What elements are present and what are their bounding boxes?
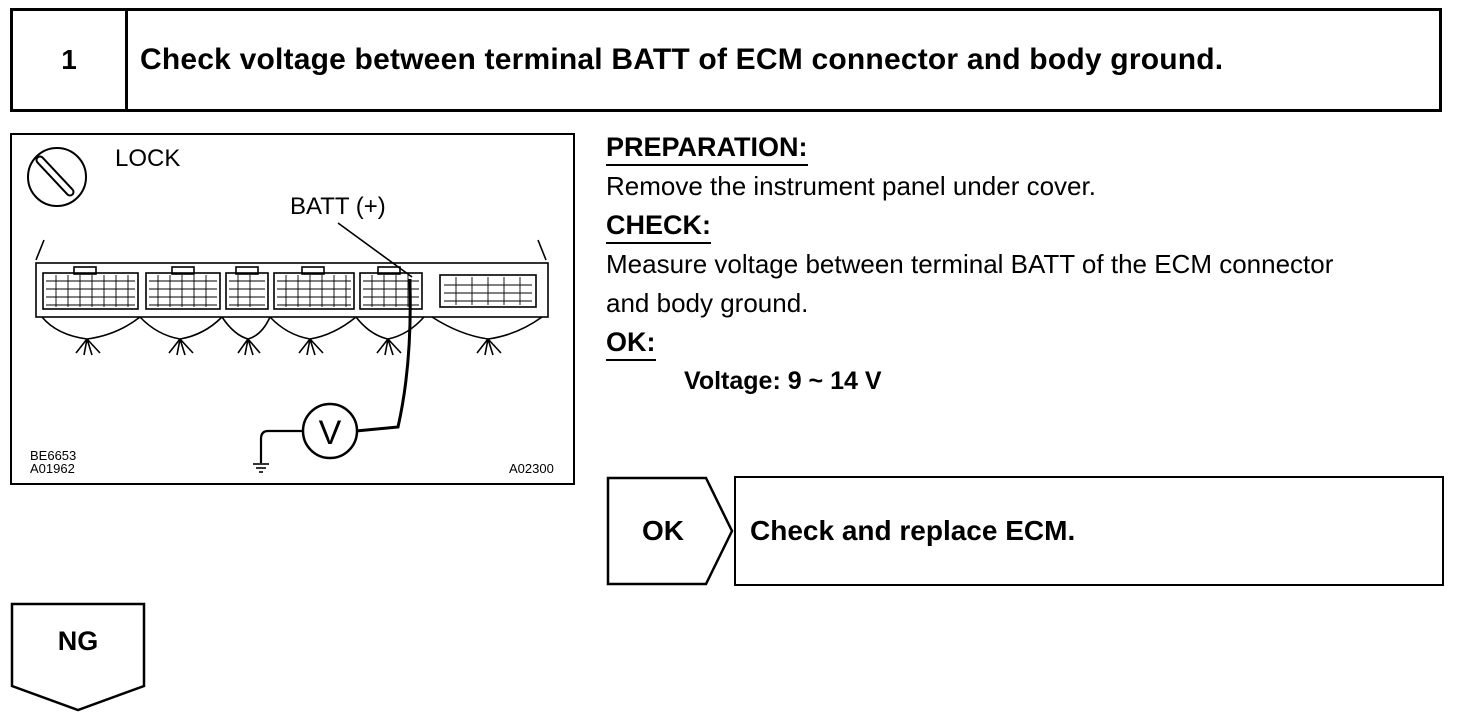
- batt-terminal-label: BATT (+): [290, 193, 386, 220]
- check-text-line1: Measure voltage between terminal BATT of…: [606, 249, 1334, 279]
- preparation-heading: PREPARATION:: [606, 131, 808, 166]
- voltmeter-symbol: V: [319, 414, 342, 452]
- ok-arrow-icon: [606, 476, 734, 586]
- figure-code-2: A01962: [30, 461, 75, 476]
- wiring-diagram: V LOCK BATT (+) BE6653 A01962 A02300: [10, 133, 575, 485]
- batt-leader-line: [337, 222, 413, 278]
- voltmeter-icon: V: [301, 402, 359, 460]
- figure-code-3: A02300: [509, 461, 554, 476]
- ok-action: Check and replace ECM.: [734, 476, 1444, 586]
- check-heading: CHECK:: [606, 209, 711, 244]
- ng-arrow-icon: [10, 602, 146, 712]
- ground-wire: [259, 429, 303, 463]
- ground-icon: [253, 463, 269, 473]
- ng-label: NG: [57, 626, 99, 656]
- ignition-key-icon: [27, 147, 87, 207]
- ok-result-row: OK Check and replace ECM.: [606, 476, 1446, 586]
- step-title: Check voltage between terminal BATT of E…: [140, 43, 1224, 76]
- check-text-line2: and body ground.: [606, 288, 809, 318]
- ecm-connector-icon: [35, 239, 549, 356]
- ok-label: OK: [642, 515, 684, 546]
- step-header: 1 Check voltage between terminal BATT of…: [10, 8, 1442, 112]
- preparation-text: Remove the instrument panel under cover.: [606, 171, 1096, 201]
- ignition-lock-label: LOCK: [115, 145, 181, 172]
- ok-heading: OK:: [606, 326, 656, 361]
- figure-code-1: BE6653: [30, 448, 77, 463]
- step-number: 1: [13, 11, 128, 109]
- diagram-drawing: V: [27, 147, 549, 473]
- instructions: PREPARATION: Remove the instrument panel…: [606, 128, 1456, 401]
- ok-spec: Voltage: 9 ~ 14 V: [684, 367, 882, 395]
- probe-wire: [355, 279, 412, 433]
